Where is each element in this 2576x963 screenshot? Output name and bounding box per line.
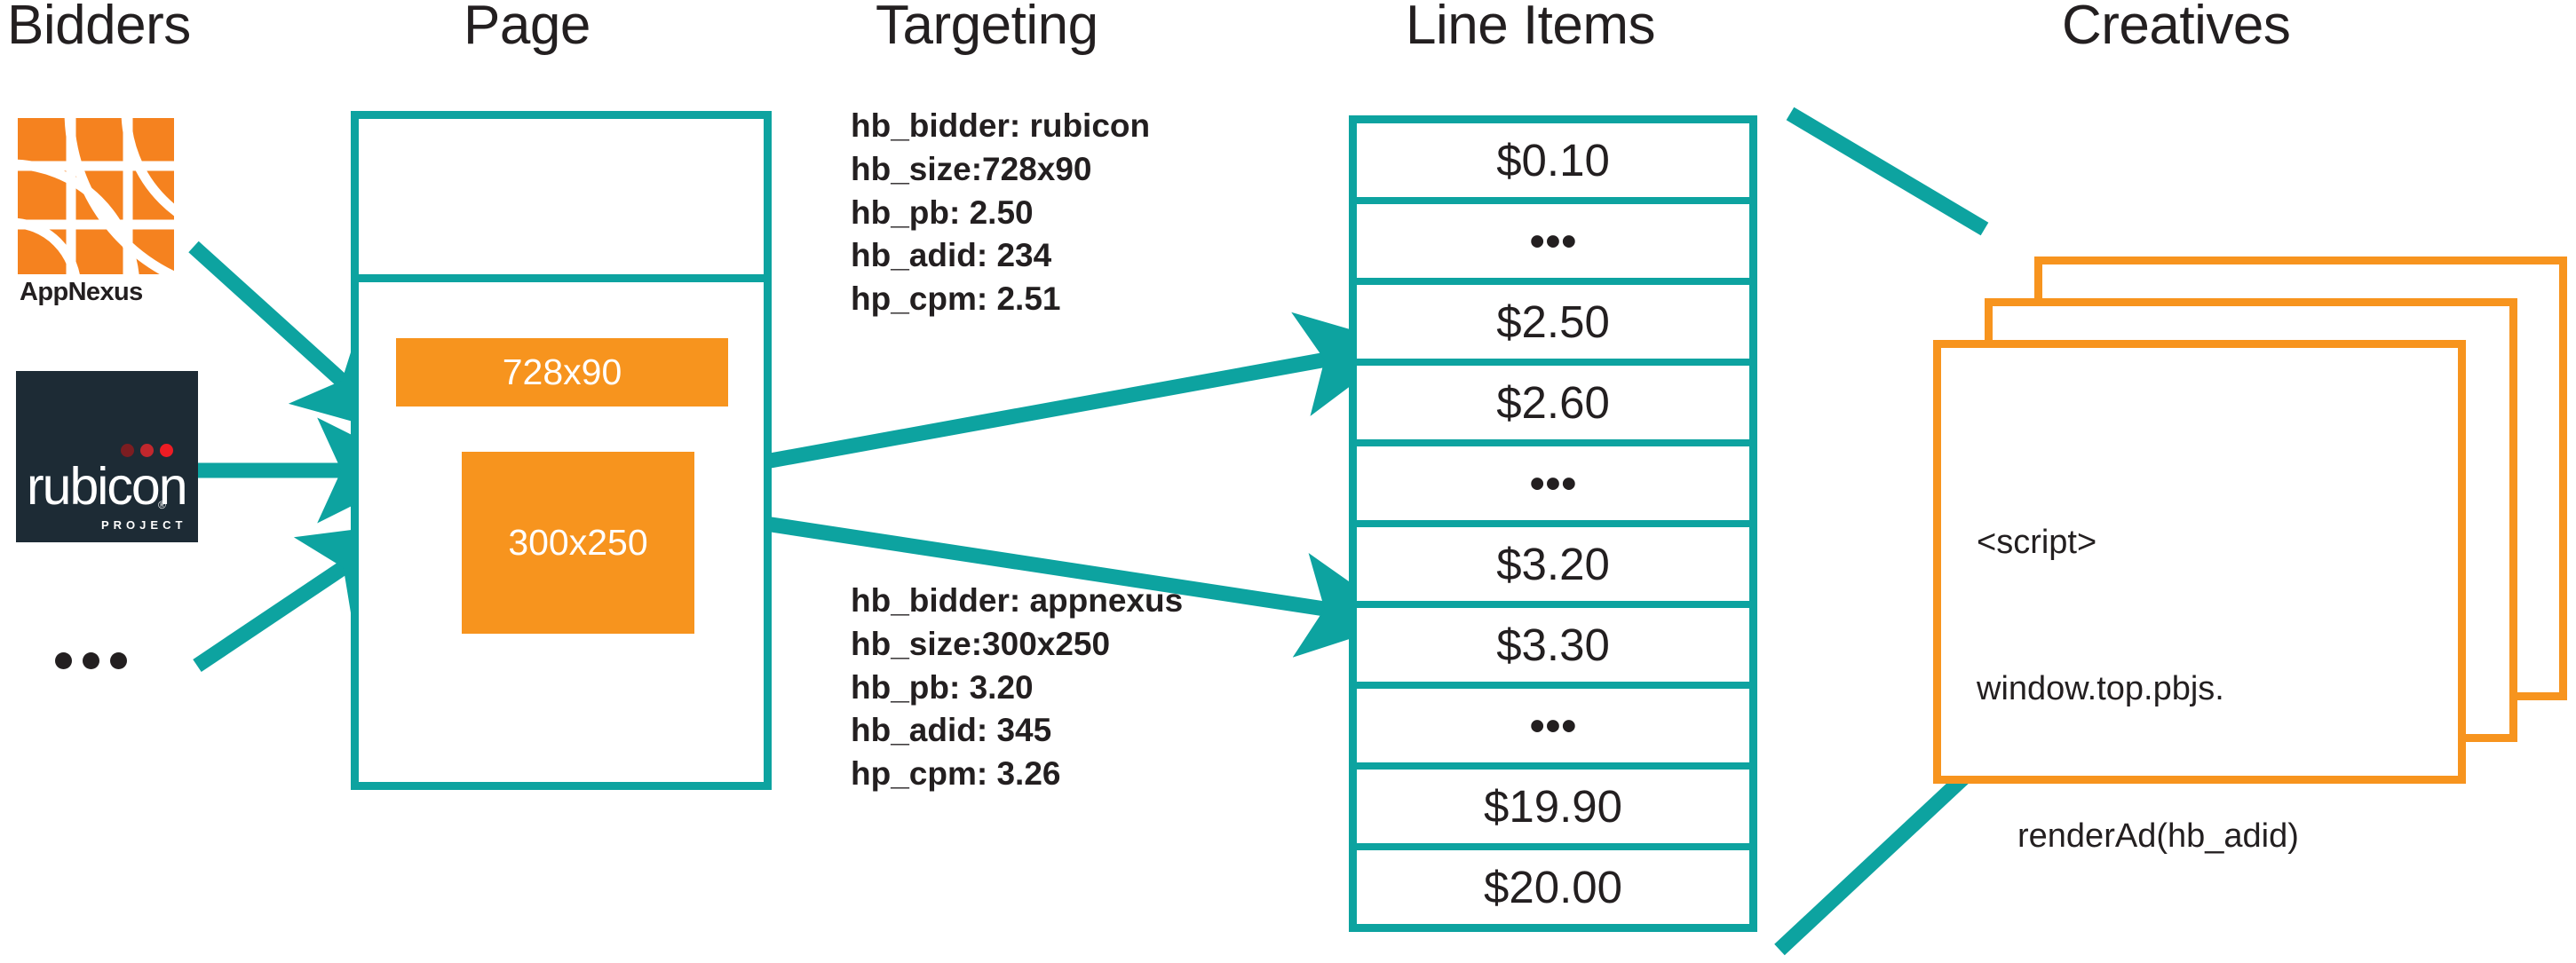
targeting-line-hb-size: hb_size:728x90 <box>851 150 1092 187</box>
appnexus-logo-icon <box>18 118 174 274</box>
targeting-line-hp-cpm: hp_cpm: 2.51 <box>851 280 1061 318</box>
line-item-row[interactable]: $3.20 <box>1357 527 1749 601</box>
page-divider <box>359 274 764 282</box>
ad-slot-728x90[interactable]: 728x90 <box>396 338 728 407</box>
line-item-row[interactable]: $20.00 <box>1357 850 1749 924</box>
column-heading-page: Page <box>464 0 590 56</box>
connector-lineitems-to-creatives-top <box>1786 107 1989 236</box>
code-line-script-close: </> <box>1977 959 2458 963</box>
creative-code-block: <script> window.top.pbjs. renderAd(hb_ad… <box>1977 421 2458 963</box>
bidder-more-ellipsis <box>55 652 127 669</box>
ad-slot-300x250[interactable]: 300x250 <box>462 452 694 634</box>
targeting-line-hb-adid: hb_adid: 345 <box>851 712 1052 749</box>
line-item-row[interactable]: $2.60 <box>1357 366 1749 439</box>
code-line-window-top-pbjs: window.top.pbjs. <box>1977 670 2224 708</box>
arrow-appnexus-to-page <box>188 241 403 436</box>
line-item-row[interactable]: ••• <box>1357 689 1749 762</box>
rubicon-registered-mark: ® <box>158 499 166 511</box>
line-item-row[interactable]: $2.50 <box>1357 285 1749 359</box>
column-heading-creatives: Creatives <box>2062 0 2291 56</box>
rubicon-dots-icon <box>121 444 173 457</box>
arrow-more-bidders-to-page <box>193 522 411 673</box>
targeting-line-hb-size: hb_size:300x250 <box>851 625 1111 662</box>
rubicon-sub-wordmark: PROJECT <box>101 518 187 532</box>
appnexus-wordmark: AppNexus <box>20 278 143 306</box>
line-item-row[interactable]: ••• <box>1357 446 1749 520</box>
targeting-line-hb-bidder: hb_bidder: appnexus <box>851 582 1184 619</box>
targeting-line-hb-bidder: hb_bidder: rubicon <box>851 107 1151 144</box>
targeting-line-hb-pb: hb_pb: 3.20 <box>851 668 1034 706</box>
line-item-row[interactable]: $3.30 <box>1357 608 1749 682</box>
arrow-page-to-lineitem-250 <box>764 312 1405 470</box>
page-region-body: 728x90 300x250 <box>359 282 764 790</box>
page-box: 728x90 300x250 <box>351 111 772 790</box>
line-item-row[interactable]: $19.90 <box>1357 770 1749 843</box>
targeting-line-hb-adid: hb_adid: 234 <box>851 237 1052 274</box>
targeting-block-appnexus: hb_bidder: appnexus hb_size:300x250 hb_p… <box>851 580 1183 796</box>
creative-card-front[interactable]: <script> window.top.pbjs. renderAd(hb_ad… <box>1933 340 2466 855</box>
code-line-script-open: <script> <box>1977 524 2097 562</box>
line-item-row[interactable]: $0.10 <box>1357 123 1749 197</box>
connector-lineitems-to-creatives-bottom <box>1774 768 1973 956</box>
line-items-box: $0.10 ••• $2.50 $2.60 ••• $3.20 $3.30 ••… <box>1349 115 1757 932</box>
targeting-block-rubicon: hb_bidder: rubicon hb_size:728x90 hb_pb:… <box>851 105 1150 321</box>
bidder-appnexus[interactable]: AppNexus <box>18 118 174 305</box>
column-heading-line-items: Line Items <box>1406 0 1656 56</box>
code-line-render-ad: renderAd(hb_adid) <box>2017 817 2299 855</box>
column-heading-targeting: Targeting <box>876 0 1098 56</box>
bidder-rubicon[interactable]: rubicon ® PROJECT <box>16 371 198 542</box>
targeting-line-hp-cpm: hp_cpm: 3.26 <box>851 755 1061 793</box>
rubicon-wordmark: rubicon <box>27 457 188 516</box>
column-heading-bidders: Bidders <box>7 0 191 56</box>
targeting-line-hb-pb: hb_pb: 2.50 <box>851 193 1034 231</box>
page-region-top <box>359 119 764 274</box>
line-item-row[interactable]: ••• <box>1357 204 1749 278</box>
